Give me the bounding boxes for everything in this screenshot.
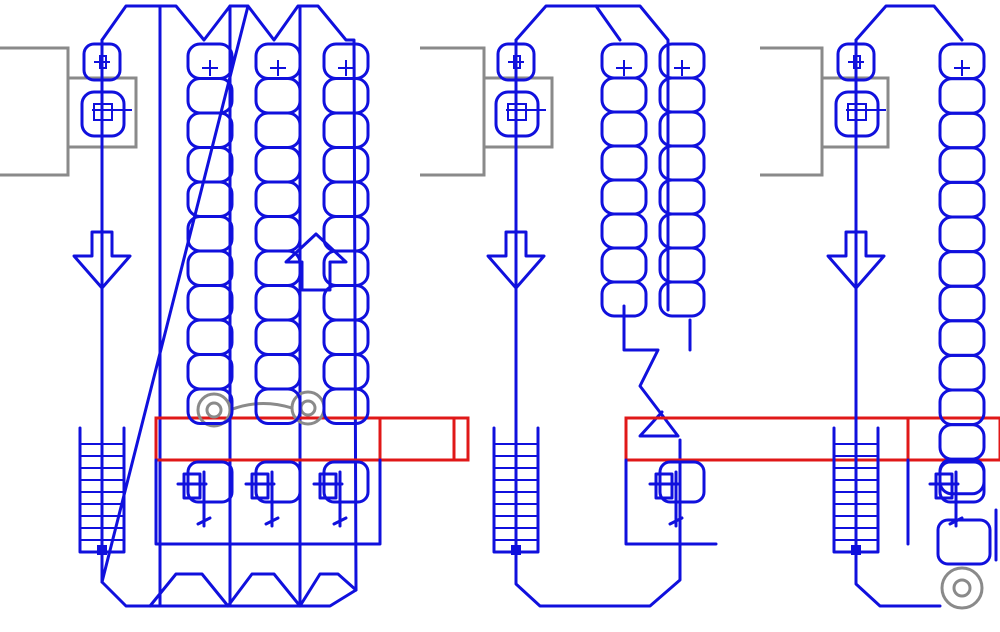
drive-mechanism bbox=[928, 470, 964, 528]
transfer-zigzag bbox=[622, 304, 692, 438]
drive-mechanism bbox=[176, 470, 212, 528]
chain-marker bbox=[616, 60, 632, 76]
chain-link bbox=[322, 77, 370, 115]
chain-link bbox=[600, 144, 648, 182]
chain-link bbox=[938, 215, 986, 254]
chain-link bbox=[938, 319, 986, 357]
red-box-middle bbox=[624, 416, 1000, 462]
stair-icon-middle bbox=[492, 426, 540, 555]
red-box-left bbox=[154, 416, 470, 462]
assembly-left bbox=[0, 4, 470, 608]
assembly-middle bbox=[420, 4, 1000, 608]
chain-link bbox=[254, 284, 302, 322]
gray-frame-middle bbox=[420, 46, 554, 177]
chain-link bbox=[186, 249, 234, 287]
outer-loop-middle bbox=[514, 4, 682, 608]
chain-link bbox=[322, 353, 370, 391]
chain-link bbox=[186, 318, 234, 356]
chain-link bbox=[938, 146, 986, 184]
drive-unit bbox=[938, 460, 986, 504]
chain-link bbox=[322, 111, 370, 149]
bottom-lobes-left bbox=[148, 572, 358, 608]
drive-unit-mid-middle bbox=[494, 90, 540, 138]
chain-link bbox=[600, 212, 648, 250]
chain-link bbox=[600, 110, 648, 148]
chain-link bbox=[600, 246, 648, 284]
drive-unit bbox=[186, 460, 234, 504]
chain-marker bbox=[270, 60, 286, 76]
carrier-box-right bbox=[936, 518, 992, 566]
drive-group-middle bbox=[648, 460, 706, 528]
drive-unit-top-middle bbox=[496, 42, 536, 82]
chain-link bbox=[186, 387, 234, 425]
chain-group-left bbox=[186, 42, 370, 425]
drive-mechanism bbox=[312, 470, 348, 528]
gray-frame-left bbox=[0, 46, 138, 177]
machinery-box-left bbox=[154, 458, 382, 546]
chain-link bbox=[186, 284, 234, 322]
chain-link bbox=[322, 318, 370, 356]
chain-link bbox=[938, 423, 986, 461]
down-arrow-icon-right bbox=[826, 230, 886, 290]
chain-link bbox=[938, 284, 986, 323]
chain-marker bbox=[338, 60, 354, 76]
drive-unit-mid-left bbox=[80, 90, 126, 138]
drive-unit-top-right bbox=[836, 42, 876, 82]
stair-icon-right bbox=[832, 426, 880, 555]
chain-link bbox=[938, 353, 986, 392]
chain-link bbox=[658, 280, 706, 318]
gray-frame-right bbox=[760, 46, 890, 177]
drive-unit bbox=[322, 460, 370, 504]
chain-link bbox=[600, 76, 648, 114]
chain-link bbox=[938, 250, 986, 288]
chain-link bbox=[186, 111, 234, 149]
drive-mechanism bbox=[648, 470, 684, 528]
outer-loop-right bbox=[854, 4, 964, 608]
drive-unit bbox=[254, 460, 302, 504]
drive-group-left bbox=[176, 460, 370, 528]
drive-mechanism bbox=[244, 470, 280, 528]
drive-group-right bbox=[928, 460, 986, 528]
chain-marker bbox=[954, 60, 970, 76]
chain-link bbox=[254, 180, 302, 218]
down-arrow-icon bbox=[72, 230, 132, 290]
chain-group-middle bbox=[600, 42, 706, 318]
drive-unit bbox=[658, 460, 706, 504]
stair-icon bbox=[78, 426, 126, 555]
chain-link bbox=[600, 280, 648, 318]
chain-link bbox=[254, 77, 302, 115]
chain-link bbox=[254, 353, 302, 391]
chain-link bbox=[322, 387, 370, 425]
machinery-box-middle bbox=[624, 458, 718, 546]
gear-icon bbox=[940, 566, 984, 610]
chain-link bbox=[938, 180, 986, 219]
chain-link bbox=[322, 180, 370, 218]
drive-unit-mid-right bbox=[834, 90, 880, 138]
chain-marker bbox=[674, 60, 690, 76]
chain-link bbox=[254, 318, 302, 356]
assembly-right bbox=[760, 4, 1000, 610]
chain-link bbox=[938, 111, 986, 150]
chain-link bbox=[254, 387, 302, 425]
chain-link bbox=[254, 111, 302, 149]
chain-link bbox=[254, 215, 302, 253]
chain-link bbox=[938, 457, 986, 496]
chain-link bbox=[600, 178, 648, 216]
down-arrow-icon-middle bbox=[486, 230, 546, 290]
chain-link bbox=[938, 77, 986, 115]
drive-unit-top-left bbox=[82, 42, 122, 82]
chain-link bbox=[186, 353, 234, 391]
chain-marker bbox=[202, 60, 218, 76]
chain-link bbox=[254, 146, 302, 184]
chain-group-right bbox=[938, 42, 986, 496]
chain-link bbox=[322, 146, 370, 184]
